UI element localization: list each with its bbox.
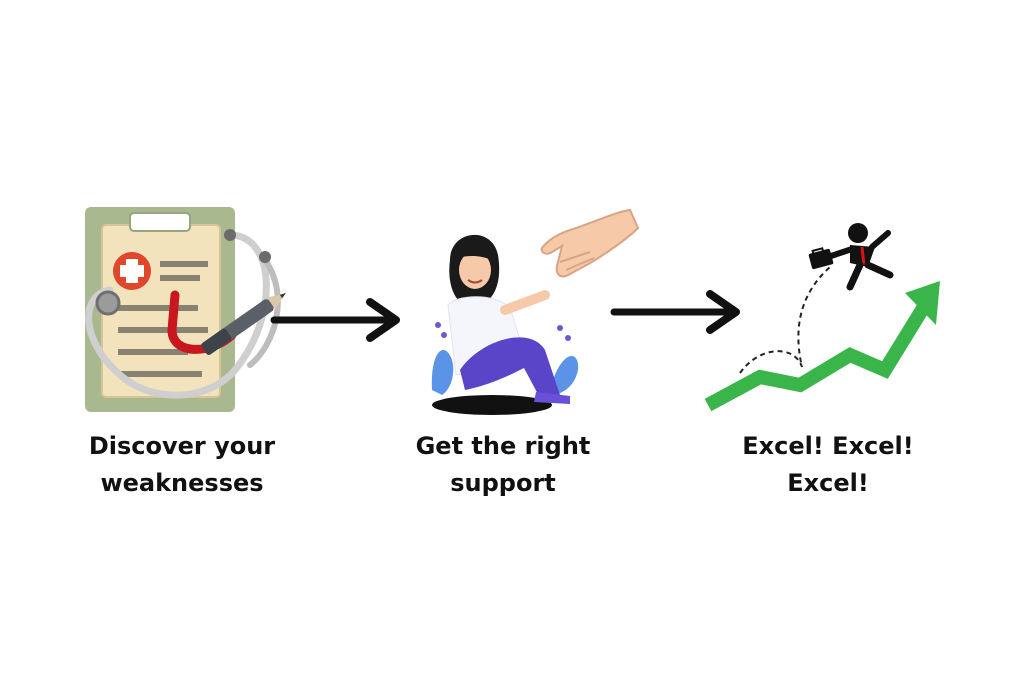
step-1-label-line-1: Discover your <box>88 432 276 460</box>
right-arrow-icon <box>270 298 402 342</box>
growth-chart-icon <box>700 205 950 420</box>
step-1-label: Discover your weaknesses <box>62 428 302 502</box>
step-2-label: Get the right support <box>383 428 623 502</box>
clipboard-stethoscope-icon <box>60 195 290 430</box>
helping-hand-icon <box>420 200 645 420</box>
step-3-label-line-2: Excel! <box>787 469 869 497</box>
step-2-label-line-1: Get the right <box>415 432 591 460</box>
right-arrow-icon <box>610 290 742 334</box>
step-2-label-line-2: support <box>450 469 556 497</box>
step-1-label-line-2: weaknesses <box>100 469 264 497</box>
step-3-label: Excel! Excel! Excel! <box>708 428 948 502</box>
step-3-label-line-1: Excel! Excel! <box>742 432 914 460</box>
